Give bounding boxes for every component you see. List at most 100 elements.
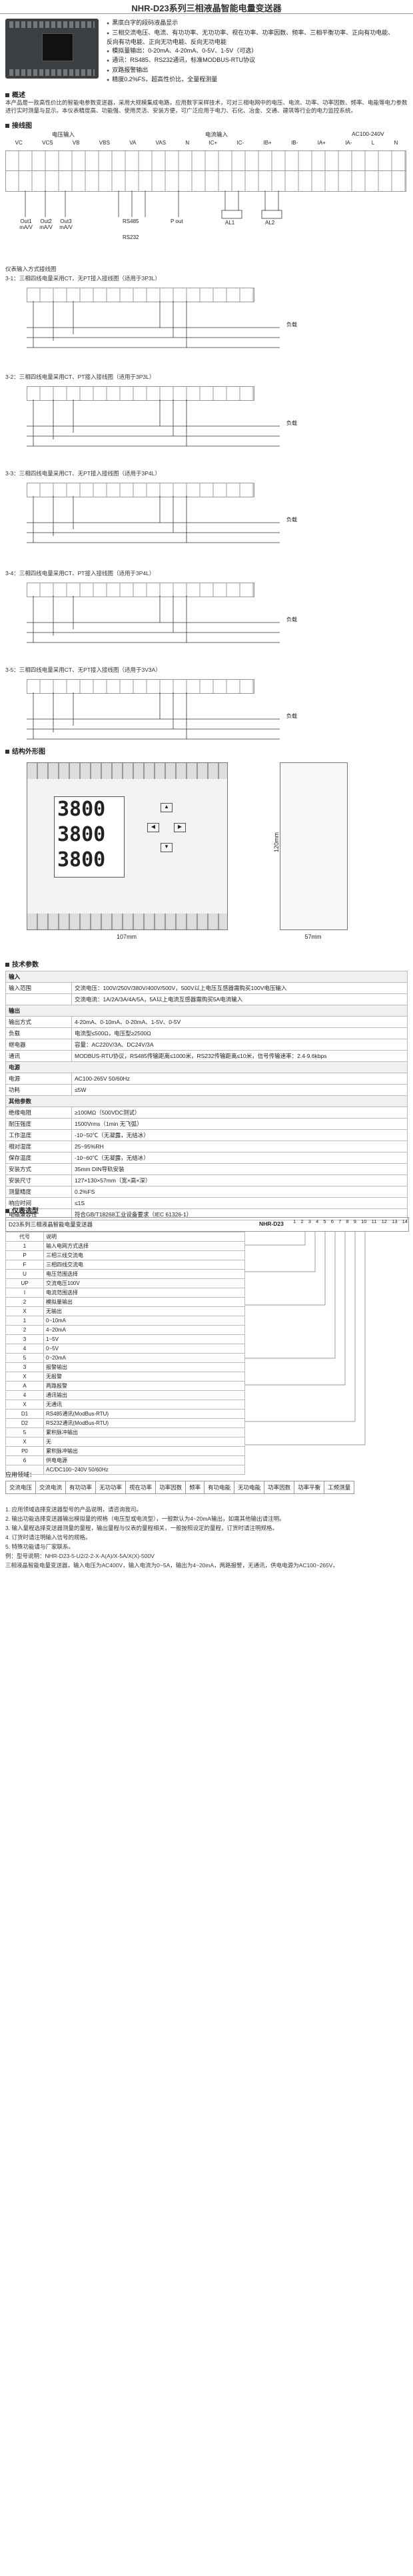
key-down-icon[interactable]: ▼ xyxy=(161,843,173,852)
footnote: 例：型号说明：NHR-D23-5-U2/2-2-X-A(A)/X-5A/X(X)… xyxy=(5,1553,155,1559)
col-number: 11 xyxy=(371,1218,377,1224)
tech-key: 耐压强度 xyxy=(5,1118,72,1130)
tech-row: 输出 xyxy=(5,1005,408,1017)
load-label: 负载 xyxy=(286,517,297,523)
tech-key: 测量精度 xyxy=(5,1186,72,1198)
col-number: 5 xyxy=(323,1218,326,1224)
select-code: 5 xyxy=(5,1353,44,1363)
tech-row: 工作温度-10~50℃（无凝露，无结冰） xyxy=(5,1129,408,1141)
select-desc: 模拟量输出 xyxy=(43,1297,245,1307)
select-code: 1 xyxy=(5,1241,44,1251)
tech-key xyxy=(5,993,72,1005)
footnote: 3. 输入量程选择变送器测量的量程，输出量程与仪表的量程相关，一般按照设定的量程… xyxy=(5,1525,278,1531)
terminal-label: IC- xyxy=(236,140,244,146)
select-code: 3 xyxy=(5,1334,44,1344)
tech-key: 电源 xyxy=(5,1073,72,1085)
select-desc: 报警输出 xyxy=(43,1362,245,1372)
col-number: 1 xyxy=(293,1218,296,1224)
tech-row: 保存温度-10~60℃（无凝露，无结冰） xyxy=(5,1152,408,1164)
tech-value: 交流电压：100V/250V/380V/400V/500V，500V以上电压互感… xyxy=(71,982,408,994)
tech-row: 绝缘电阻≥100MΩ（500VDC测试） xyxy=(5,1107,408,1119)
select-desc: 4~20mA xyxy=(43,1325,245,1335)
tech-group: 输入 xyxy=(5,971,408,983)
tech-value: ≥100MΩ（500VDC测试） xyxy=(71,1107,408,1119)
feature-item: 模拟量输出：0-20mA、4-20mA、0-5V、1-5V（可选） xyxy=(107,47,400,57)
tech-key: 绝缘电阻 xyxy=(5,1107,72,1119)
tech-value: ≤5W xyxy=(71,1084,408,1096)
terminal-label: VA xyxy=(129,140,137,146)
bullet-square-icon xyxy=(5,1209,9,1214)
select-desc: 累积脉冲输出 xyxy=(43,1446,245,1456)
key-left-icon[interactable]: ◀ xyxy=(147,823,159,832)
feature-item: 黑底白字的段码液晶显示 xyxy=(107,19,400,29)
tech-key: 功耗 xyxy=(5,1084,72,1096)
diagram-title: 3-2：三相四线电量采用CT、PT接入接线图（适用于3P3L） xyxy=(5,374,155,380)
select-desc: 0~10mA xyxy=(43,1316,245,1326)
diagram-terminals xyxy=(27,483,254,497)
col-number: 12 xyxy=(381,1218,387,1224)
section-overview: 概述 xyxy=(5,89,25,99)
select-desc: 无输出 xyxy=(43,1306,245,1316)
section-select: 仪表选型 xyxy=(5,1205,39,1215)
access-diagram xyxy=(27,386,280,453)
dim-depth: 57mm xyxy=(304,933,322,940)
select-code: 代号 xyxy=(5,1232,44,1242)
footnote: 2. 输出功能选择变送器输出模拟量的规格（电压型或电流型），一般默认为4~20m… xyxy=(5,1515,285,1522)
tech-key: 输出方式 xyxy=(5,1016,72,1028)
al2-label: AL2 xyxy=(265,220,275,226)
key-right-icon[interactable]: ▶ xyxy=(174,823,186,832)
select-code: D2 xyxy=(5,1418,44,1428)
key-up-icon[interactable]: ▲ xyxy=(161,803,173,812)
apps-row: 交流电压交流电流有功功率无功功率视在功率功率因数频率有功电能无功电能功率因数功率… xyxy=(5,1481,355,1494)
output3-label: Out3 mA/V xyxy=(59,218,73,230)
col-number: 4 xyxy=(316,1218,319,1224)
select-desc: 无 xyxy=(43,1437,245,1447)
diagram-terminals xyxy=(27,679,254,694)
rs232-label: RS232 xyxy=(123,234,139,240)
pout-label: P out xyxy=(171,218,183,224)
tech-key: 通讯 xyxy=(5,1050,72,1062)
col-number: 13 xyxy=(392,1218,398,1224)
section-wiring: 接线图 xyxy=(5,120,32,130)
output-wires xyxy=(25,190,282,219)
select-desc: 说明 xyxy=(43,1232,245,1242)
diagram-title: 3-3：三相四线电量采用CT、无PT接入接线图（适用于3P4L） xyxy=(5,470,161,477)
load-label: 负载 xyxy=(286,420,297,426)
section-structure: 结构外形图 xyxy=(5,746,45,756)
diagram-terminals xyxy=(27,583,254,597)
feature-item: 双路报警输出 xyxy=(107,66,400,76)
app-item: 有功功率 xyxy=(65,1481,97,1494)
output2-label: Out2 mA/V xyxy=(39,218,53,230)
select-desc: 输入电网方式选择 xyxy=(43,1241,245,1251)
select-row: 代号说明 xyxy=(5,1232,245,1242)
select-code: X xyxy=(5,1400,44,1410)
select-row: AC/DC100~240V 50/60Hz xyxy=(5,1465,245,1475)
terminal-label: IA+ xyxy=(317,140,326,146)
rs485-label: RS485 xyxy=(123,218,139,224)
diagram-terminals xyxy=(27,288,254,302)
access-diagram xyxy=(27,583,280,649)
tech-group: 输出 xyxy=(5,1005,408,1017)
tech-row: 其他参数 xyxy=(5,1095,408,1107)
tech-value: -10~50℃（无凝露，无结冰） xyxy=(71,1129,408,1141)
